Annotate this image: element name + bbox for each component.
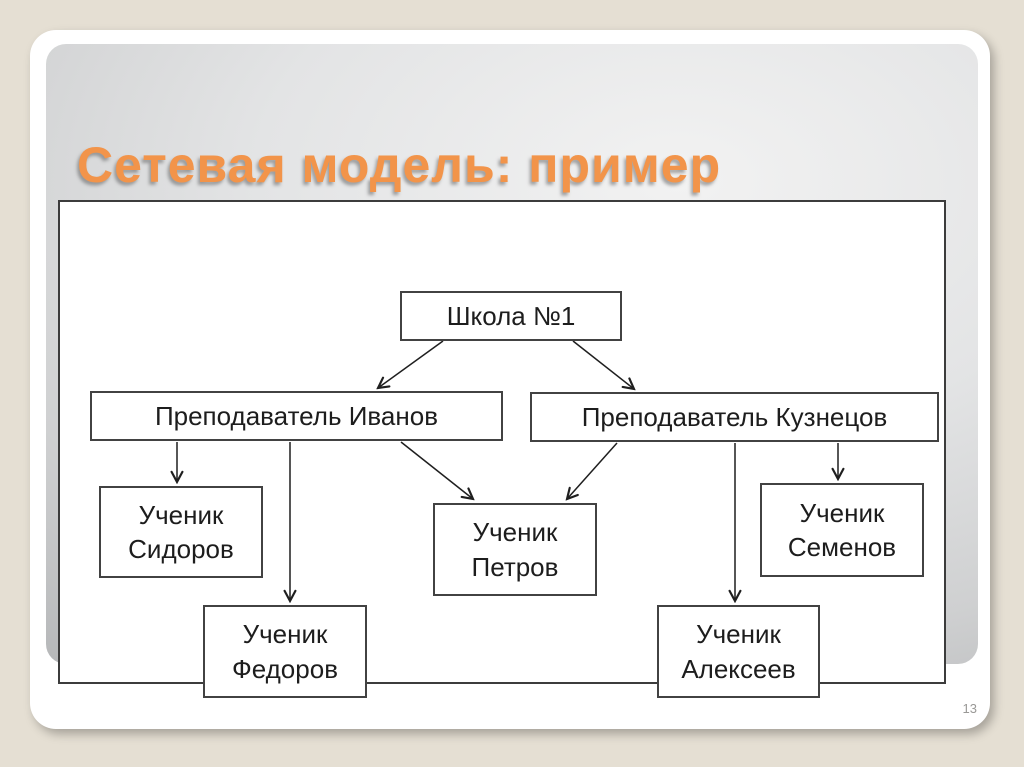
node-label-line: Петров	[471, 551, 559, 582]
node-student-fedorov: Ученик Федоров	[203, 605, 367, 698]
diagram-frame	[58, 200, 946, 684]
node-label-line: Ученик	[242, 619, 328, 650]
node-label-line: Семенов	[787, 532, 897, 562]
node-student-sidorov: Ученик Сидоров	[99, 486, 263, 578]
node-teacher-ivanov: Преподаватель Иванов	[90, 391, 503, 441]
node-label-line: Сидоров	[128, 534, 234, 564]
node-school: Школа №1	[400, 291, 622, 341]
node-student-semenov: Ученик Семенов	[760, 483, 924, 577]
node-label-line: Ученик	[472, 517, 558, 548]
node-teacher-kuznetsov: Преподаватель Кузнецов	[530, 392, 939, 442]
node-student-petrov: Ученик Петров	[433, 503, 597, 596]
node-label-line: Федоров	[231, 653, 339, 684]
node-label-line: Ученик	[138, 499, 224, 530]
slide-title: Сетевая модель: пример	[77, 137, 722, 193]
node-label-line: Ученик	[799, 497, 885, 528]
node-student-alekseev: Ученик Алексеев	[657, 605, 820, 698]
slide: Сетевая модель: пример Школа №1 Преподав…	[30, 30, 990, 729]
node-label-line: Ученик	[696, 619, 781, 650]
node-label-line: Алексеев	[681, 653, 796, 684]
page-number: 13	[962, 701, 977, 716]
